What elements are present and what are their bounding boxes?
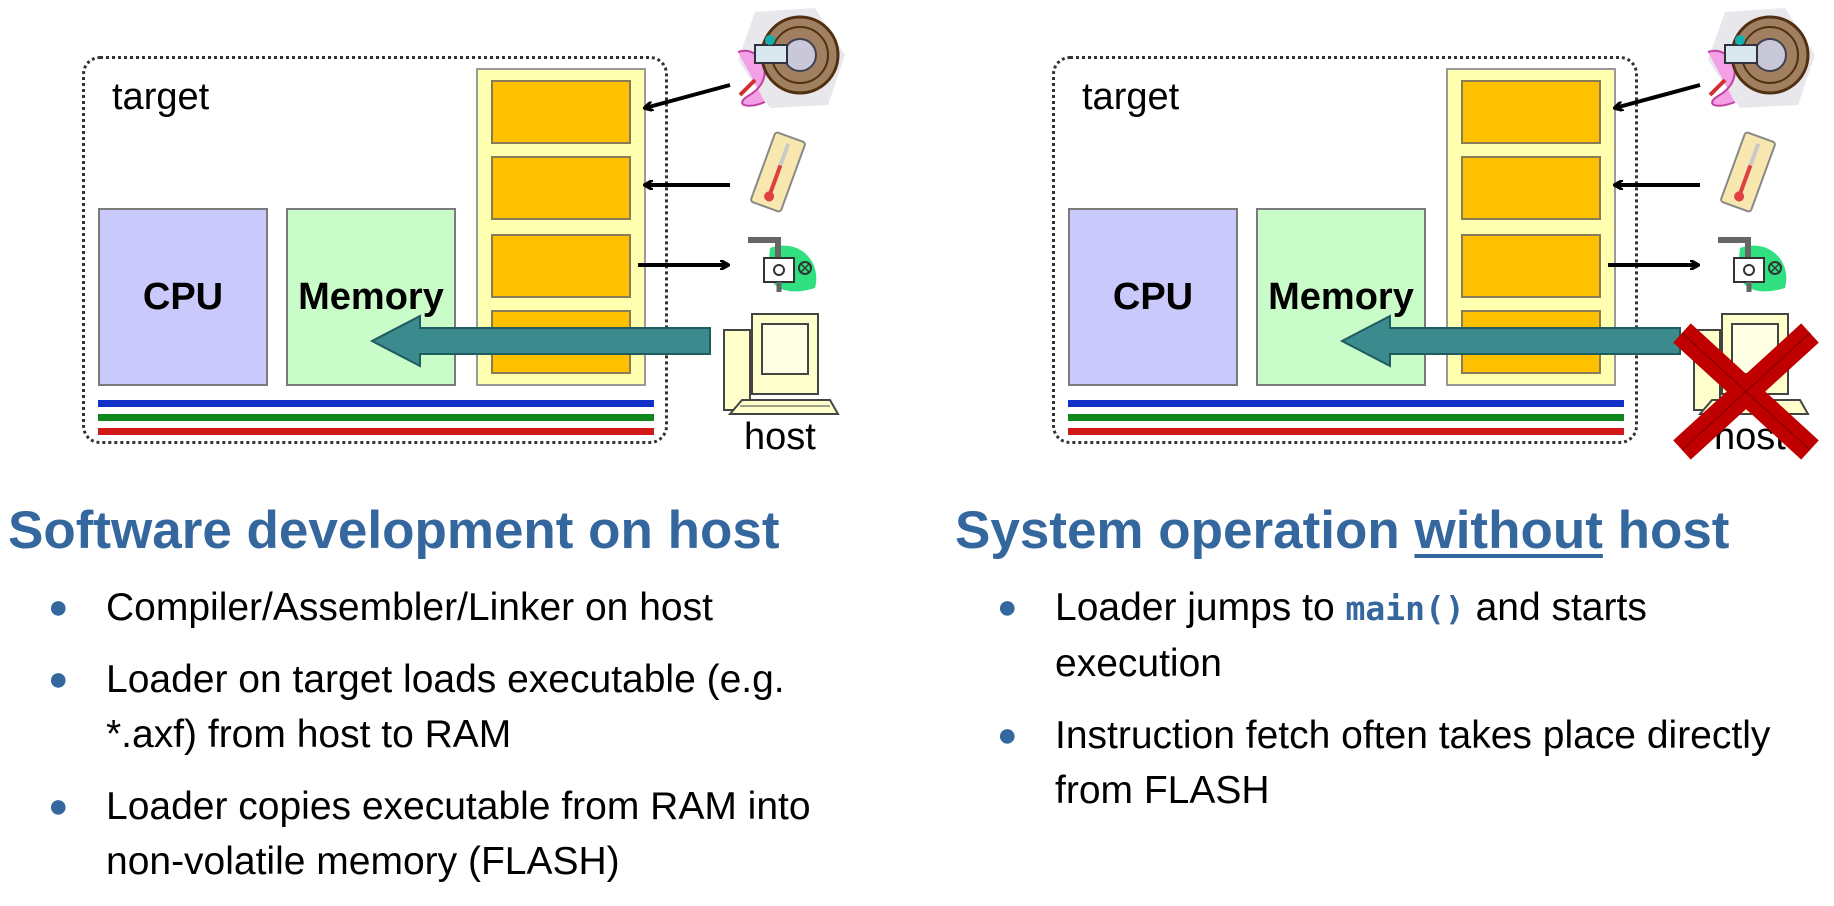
list-item: ● Instruction fetch often takes place dir…	[970, 708, 1775, 818]
bus-line-blue	[98, 400, 654, 407]
bus-line-blue	[1068, 400, 1624, 407]
cpu-label: CPU	[142, 275, 224, 318]
io-block	[491, 234, 631, 298]
section-heading: System operation without host	[955, 500, 1729, 561]
bullet-text: and starts execution	[1055, 586, 1647, 685]
input-arrow	[1615, 83, 1701, 108]
bullet-icon: ●	[48, 787, 69, 825]
cpu-label: CPU	[1112, 275, 1194, 318]
right-diagram-overlay	[1339, 8, 1819, 460]
io-block	[1461, 156, 1601, 220]
bullet-text: Instruction fetch often takes place dire…	[1055, 714, 1771, 812]
host-label: host	[744, 416, 816, 458]
target-label: target	[112, 76, 210, 118]
list-item: ● Compiler/Assembler/Linker on host	[0, 580, 866, 635]
target-boundary	[82, 56, 668, 444]
heading-part: host	[1602, 501, 1730, 560]
target-label: target	[1082, 76, 1180, 118]
bus-line-red	[98, 428, 654, 435]
memory-block: Memory	[286, 208, 456, 386]
thermometer-icon	[1720, 131, 1776, 213]
load-arrow	[369, 314, 711, 368]
bullet-text: Loader on target loads executable (e.g. …	[106, 658, 785, 756]
memory-block: Memory	[1256, 208, 1426, 386]
valve-icon	[748, 237, 817, 292]
bus-line-red	[1068, 428, 1624, 435]
io-block	[491, 156, 631, 220]
bullet-text: Loader copies executable from RAM into n…	[106, 785, 811, 883]
heading-part: System operation	[955, 501, 1415, 560]
bullet-icon: ●	[48, 660, 69, 698]
thermometer-icon	[750, 131, 806, 213]
list-item: ● Loader on target loads executable (e.g.…	[0, 652, 866, 762]
list-item: ● Loader copies executable from RAM into …	[0, 779, 866, 889]
valve-icon	[1718, 237, 1787, 292]
bullet-text: Loader jumps to	[1055, 586, 1346, 629]
code-snippet: main()	[1345, 589, 1465, 628]
input-arrow	[645, 83, 731, 108]
section-heading: Software development on host	[8, 501, 780, 560]
bullet-list: ● Compiler/Assembler/Linker on host ● Load…	[0, 580, 866, 906]
list-item: ● Loader jumps to main() and starts execu…	[970, 580, 1775, 691]
bus-line-green	[1068, 414, 1624, 421]
bullet-icon: ●	[997, 588, 1018, 626]
left-diagram-overlay	[369, 8, 845, 415]
load-arrow	[1339, 314, 1681, 368]
bus-line-green	[98, 414, 654, 421]
bullet-list: ● Loader jumps to main() and starts execu…	[970, 580, 1775, 835]
right-panel: target CPU Memory host	[955, 0, 1834, 892]
motor-icon	[1707, 8, 1815, 108]
left-panel: target CPU Memory	[0, 0, 917, 892]
cpu-block: CPU	[98, 208, 268, 386]
bullet-icon: ●	[48, 588, 69, 626]
red-x-icon	[1673, 323, 1819, 460]
heading-emphasis: without	[1414, 501, 1603, 560]
io-block	[1461, 234, 1601, 298]
io-block	[1461, 80, 1601, 144]
io-block	[491, 80, 631, 144]
cpu-block: CPU	[1068, 208, 1238, 386]
memory-label: Memory	[1268, 275, 1414, 318]
memory-label: Memory	[298, 275, 444, 318]
motor-icon	[737, 8, 845, 108]
host-computer-icon	[723, 313, 840, 415]
bullet-text: Compiler/Assembler/Linker on host	[106, 586, 713, 629]
target-boundary	[1052, 56, 1638, 444]
bullet-icon: ●	[997, 716, 1018, 754]
